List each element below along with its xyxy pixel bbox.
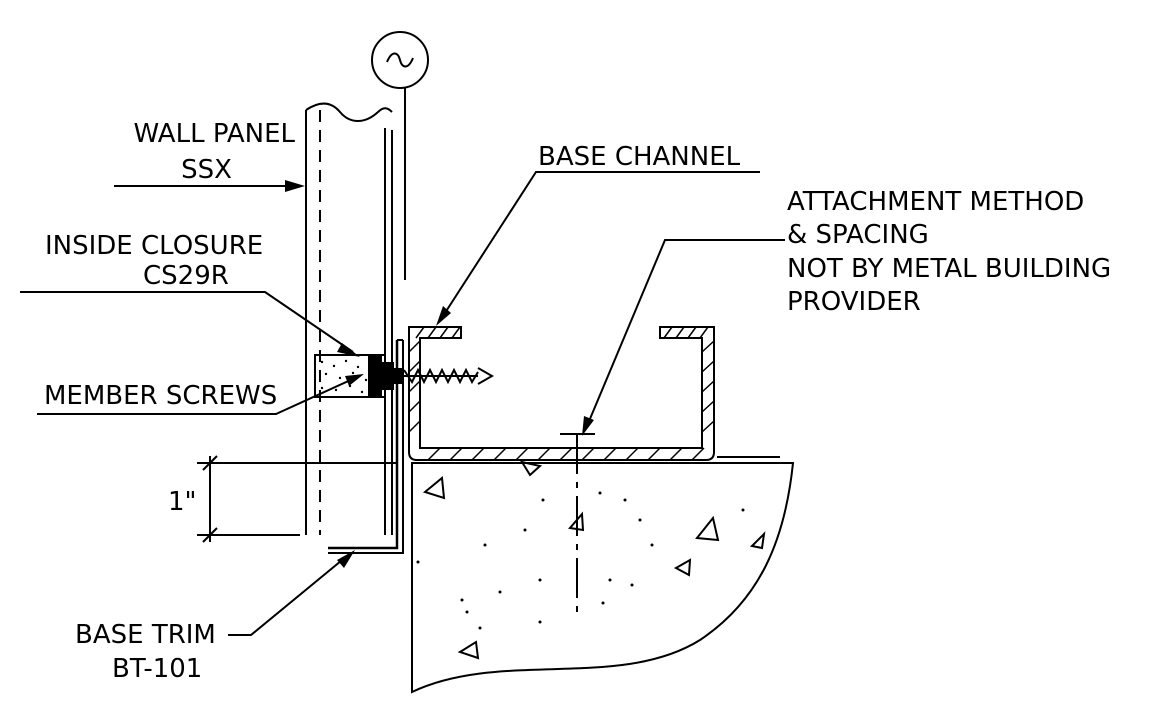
label-inside-closure-model: CS29R [143,261,229,291]
dimension-1in [197,455,398,543]
label-attachment-line2: & SPACING [787,220,929,250]
leader-wall-panel [114,180,305,192]
wall-panel [305,102,406,535]
label-attachment-line3: NOT BY METAL BUILDING [787,254,1111,284]
leader-base-channel [436,171,760,326]
label-member-screws: MEMBER SCREWS [44,381,277,411]
member-screw [368,356,495,396]
label-base-trim: BASE TRIM [75,620,216,650]
label-wall-panel: WALL PANEL [134,119,296,149]
label-wall-panel-model: SSX [181,155,232,185]
label-inside-closure: INSIDE CLOSURE [45,231,263,261]
leader-inside-closure [20,291,360,357]
label-attachment-line1: ATTACHMENT METHOD [787,187,1084,217]
leader-attachment [582,239,785,436]
break-symbol [371,31,429,128]
label-dimension: 1" [168,487,197,517]
concrete-slab [411,456,795,694]
leader-member-screws [37,374,364,415]
label-base-channel: BASE CHANNEL [538,142,741,172]
leader-base-trim [228,550,355,636]
anchor-centerline [560,433,595,620]
label-base-trim-model: BT-101 [112,654,202,684]
base-channel [408,326,715,461]
label-attachment-line4: PROVIDER [787,287,921,317]
